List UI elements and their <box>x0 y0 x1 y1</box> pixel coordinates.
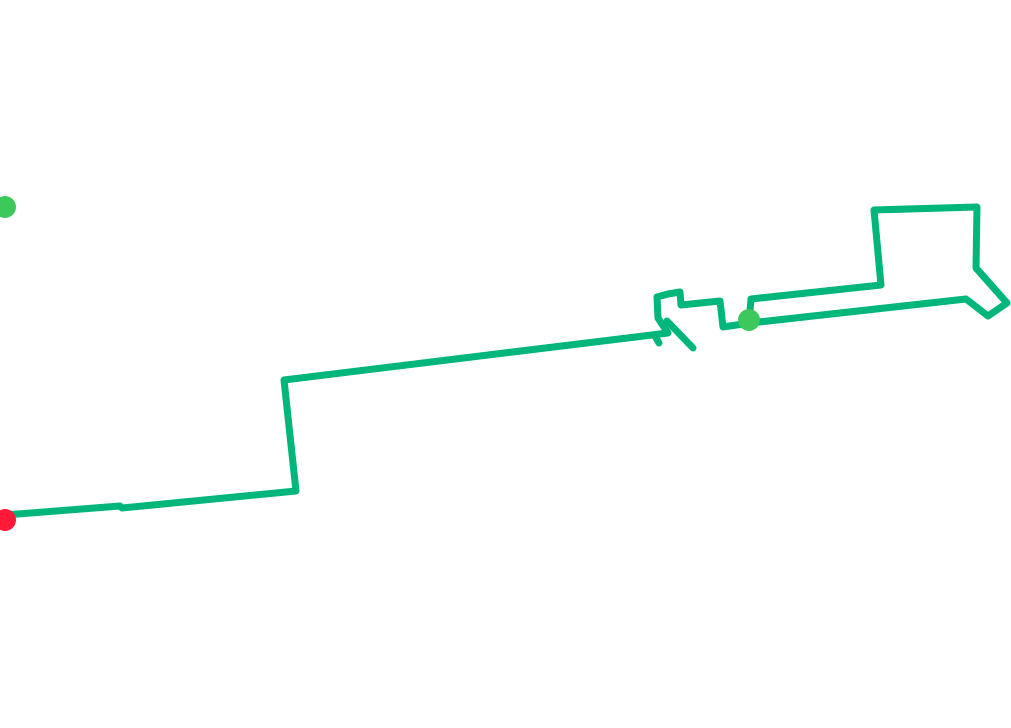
route-segment-spur <box>651 332 663 347</box>
red-dot-marker-icon[interactable] <box>0 509 16 531</box>
route-segment-main <box>1 203 1011 519</box>
green-dot-marker-icon[interactable] <box>738 309 760 331</box>
green-dot-marker-icon[interactable] <box>0 196 16 218</box>
route-segment-branch <box>663 317 697 352</box>
route-track <box>1 203 1011 519</box>
